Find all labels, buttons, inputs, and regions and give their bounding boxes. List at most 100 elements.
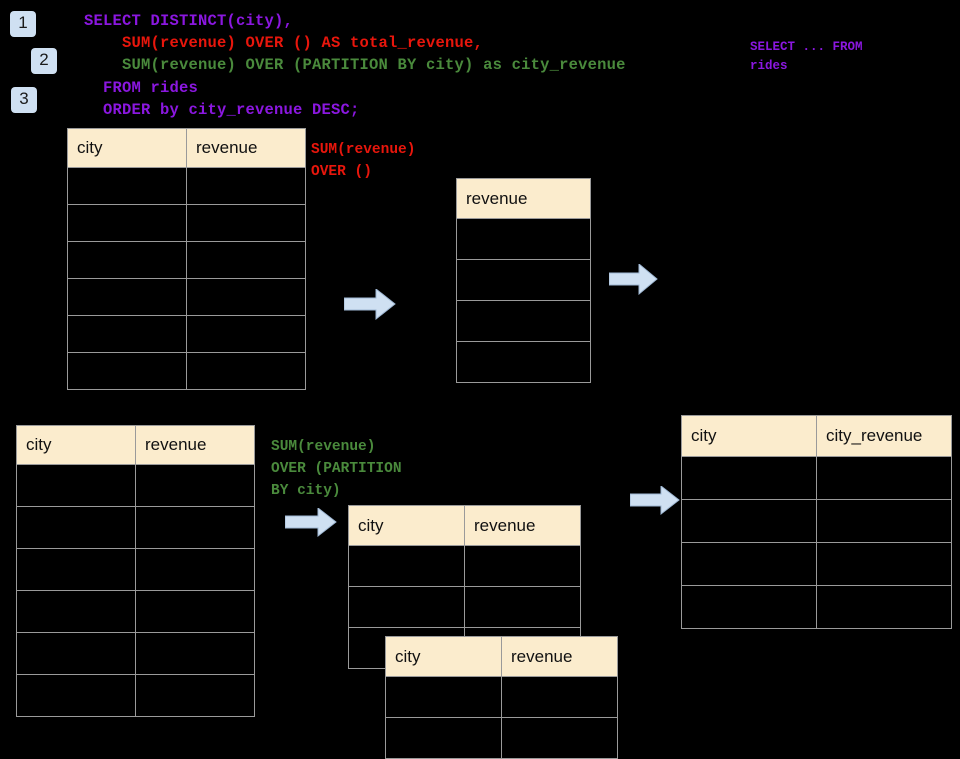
- cell-revenue[interactable]: [186, 167, 306, 205]
- cell-city[interactable]: [67, 352, 187, 390]
- cell-city[interactable]: [67, 167, 187, 205]
- cell-revenue[interactable]: [135, 590, 255, 633]
- column-header-city: city: [681, 415, 817, 457]
- cell-city[interactable]: [16, 590, 136, 633]
- column-header-city-revenue: city_revenue: [816, 415, 952, 457]
- cell-revenue[interactable]: [186, 241, 306, 279]
- table-row[interactable]: [681, 542, 952, 586]
- table-row[interactable]: [681, 585, 952, 629]
- cell-city[interactable]: [681, 456, 817, 500]
- sql-line-select-distinct: SELECT DISTINCT(city),: [84, 12, 294, 30]
- cell-city[interactable]: [67, 315, 187, 353]
- table-header-row: city city_revenue: [681, 415, 952, 457]
- table-row[interactable]: [16, 632, 255, 675]
- cell-city[interactable]: [16, 464, 136, 507]
- arrow-right-icon: [285, 508, 337, 537]
- cell-revenue[interactable]: [186, 278, 306, 316]
- sql-line-total-revenue: SUM(revenue) OVER () AS total_revenue,: [84, 34, 484, 52]
- cell-city[interactable]: [16, 674, 136, 717]
- cell-city[interactable]: [16, 506, 136, 549]
- cell-city[interactable]: [67, 204, 187, 242]
- table-row[interactable]: [16, 548, 255, 591]
- table-row[interactable]: [67, 241, 306, 279]
- cell-revenue[interactable]: [464, 545, 581, 587]
- table-header-row: city revenue: [67, 128, 306, 168]
- annotation-select-from-rides: SELECT ... FROM rides: [750, 40, 863, 73]
- cell-city[interactable]: [348, 586, 465, 628]
- table-row[interactable]: [16, 464, 255, 507]
- cell-revenue[interactable]: [135, 674, 255, 717]
- table-row[interactable]: [456, 259, 591, 301]
- table-row[interactable]: [456, 341, 591, 383]
- final-result-table[interactable]: city city_revenue: [681, 415, 952, 629]
- cell-revenue[interactable]: [456, 341, 591, 383]
- cell-city[interactable]: [348, 545, 465, 587]
- column-header-revenue: revenue: [501, 636, 618, 677]
- table-row[interactable]: [67, 278, 306, 316]
- table-row[interactable]: [456, 300, 591, 342]
- cell-revenue[interactable]: [456, 300, 591, 342]
- cell-city[interactable]: [385, 676, 502, 718]
- step-badge-2[interactable]: 2: [31, 48, 57, 74]
- arrow-right-icon: [609, 264, 658, 295]
- cell-revenue[interactable]: [456, 259, 591, 301]
- cell-city[interactable]: [681, 542, 817, 586]
- cell-city[interactable]: [385, 717, 502, 759]
- column-header-revenue: revenue: [464, 505, 581, 546]
- arrow-right-icon: [630, 486, 680, 515]
- column-header-city: city: [16, 425, 136, 465]
- cell-city-revenue[interactable]: [816, 499, 952, 543]
- column-header-revenue: revenue: [186, 128, 306, 168]
- label-sum-revenue-over-empty: SUM(revenue) OVER (): [311, 142, 416, 180]
- table-row[interactable]: [456, 218, 591, 260]
- diagram-canvas: 1 2 3 SELECT DISTINCT(city), SUM(revenue…: [10, 11, 952, 759]
- cell-city-revenue[interactable]: [816, 456, 952, 500]
- cell-revenue[interactable]: [456, 218, 591, 260]
- cell-revenue[interactable]: [135, 548, 255, 591]
- table-row[interactable]: [385, 717, 618, 759]
- cell-revenue[interactable]: [186, 352, 306, 390]
- rides-source-table-bottom[interactable]: city revenue: [16, 425, 255, 717]
- table-row[interactable]: [348, 586, 581, 628]
- table-row[interactable]: [348, 545, 581, 587]
- total-revenue-table[interactable]: revenue: [456, 178, 591, 383]
- cell-revenue[interactable]: [186, 315, 306, 353]
- cell-city-revenue[interactable]: [816, 542, 952, 586]
- cell-city[interactable]: [16, 632, 136, 675]
- table-row[interactable]: [681, 499, 952, 543]
- cell-city-revenue[interactable]: [816, 585, 952, 629]
- cell-revenue[interactable]: [135, 464, 255, 507]
- table-row[interactable]: [67, 167, 306, 205]
- rides-source-table-top[interactable]: city revenue: [67, 128, 306, 390]
- table-row[interactable]: [67, 204, 306, 242]
- sql-line-order-by: ORDER by city_revenue DESC;: [84, 101, 360, 119]
- table-row[interactable]: [67, 315, 306, 353]
- partition-group-table-front[interactable]: city revenue: [385, 636, 618, 759]
- cell-city[interactable]: [681, 585, 817, 629]
- step-badge-3[interactable]: 3: [11, 87, 37, 113]
- cell-city[interactable]: [681, 499, 817, 543]
- column-header-city: city: [348, 505, 465, 546]
- cell-revenue[interactable]: [135, 506, 255, 549]
- step-badge-1[interactable]: 1: [10, 11, 36, 37]
- column-header-revenue: revenue: [456, 178, 591, 219]
- cell-city[interactable]: [67, 241, 187, 279]
- cell-city[interactable]: [16, 548, 136, 591]
- table-header-row: city revenue: [348, 505, 581, 546]
- table-row[interactable]: [681, 456, 952, 500]
- arrow-right-icon: [344, 289, 396, 320]
- sql-line-city-revenue: SUM(revenue) OVER (PARTITION BY city) as…: [84, 56, 626, 74]
- table-row[interactable]: [385, 676, 618, 718]
- cell-revenue[interactable]: [501, 676, 618, 718]
- cell-revenue[interactable]: [186, 204, 306, 242]
- label-sum-revenue-over-partition: SUM(revenue) OVER (PARTITION BY city): [271, 439, 402, 499]
- cell-city[interactable]: [67, 278, 187, 316]
- cell-revenue[interactable]: [464, 586, 581, 628]
- table-row[interactable]: [16, 590, 255, 633]
- table-row[interactable]: [67, 352, 306, 390]
- column-header-city: city: [385, 636, 502, 677]
- table-row[interactable]: [16, 674, 255, 717]
- cell-revenue[interactable]: [501, 717, 618, 759]
- table-row[interactable]: [16, 506, 255, 549]
- cell-revenue[interactable]: [135, 632, 255, 675]
